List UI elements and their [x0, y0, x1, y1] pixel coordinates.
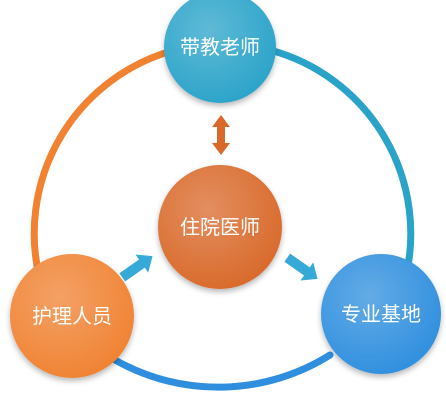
node-left-label: 护理人员	[32, 304, 112, 328]
node-left	[10, 254, 134, 378]
ring-arc-left	[30, 46, 179, 284]
arrow-right-up-icon	[119, 254, 153, 282]
ring-arc-bottom	[111, 351, 334, 391]
node-right-shine	[321, 254, 441, 374]
arrow-left-shape	[119, 254, 153, 282]
ring-arc-right	[266, 46, 415, 284]
node-center-label: 住院医师	[180, 215, 260, 239]
arrow-right-shape	[284, 253, 318, 281]
double-arrow-icon	[212, 115, 230, 155]
node-center	[158, 165, 282, 289]
arrow-right-down-icon	[284, 253, 318, 281]
node-center-shine	[158, 165, 282, 289]
double-arrow-shape	[212, 115, 230, 155]
node-top	[164, 0, 276, 103]
node-top-shine	[164, 0, 276, 103]
node-right-label: 专业基地	[341, 302, 421, 326]
node-right	[321, 254, 441, 374]
node-left-shine	[10, 254, 134, 378]
node-top-label: 带教老师	[180, 35, 260, 59]
